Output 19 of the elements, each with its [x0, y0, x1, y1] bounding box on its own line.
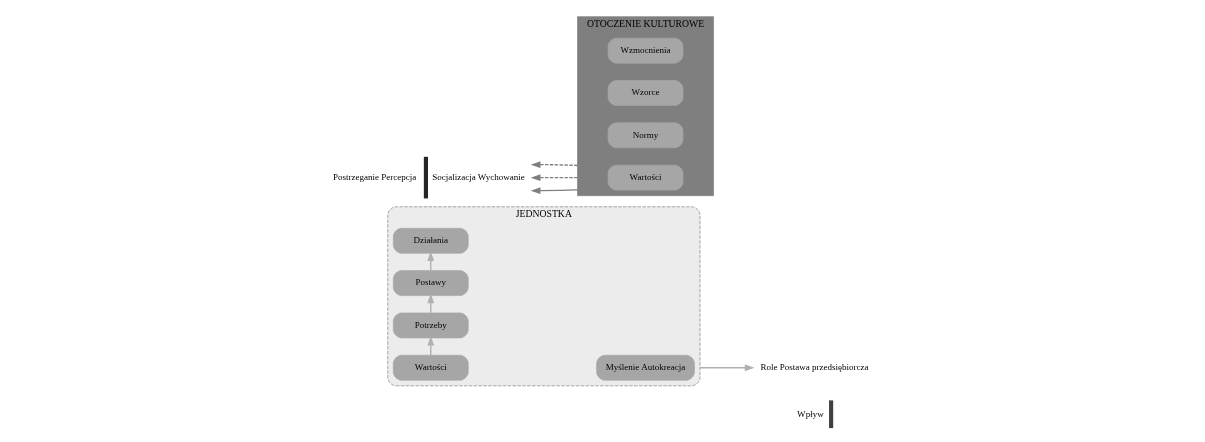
arrow — [699, 364, 755, 372]
arrow — [530, 174, 579, 182]
node-chevron — [829, 400, 834, 429]
node-label: Socjalizacja Wychowanie — [432, 171, 525, 182]
node-box: Wartości — [392, 354, 469, 381]
node-box: Postawy — [392, 270, 469, 296]
node-box: Potrzeby — [392, 312, 469, 339]
arrow — [530, 161, 579, 169]
node-zigzag — [423, 156, 428, 199]
node-box: Wzmocnienia — [607, 37, 684, 64]
node-label: Postrzeganie Percepcja — [332, 171, 417, 182]
node-box: Myślenie Autokreacja — [596, 354, 695, 381]
node-text: Role Postawa przedsiębiorcza — [760, 362, 869, 373]
node-box: Normy — [607, 122, 684, 149]
arrow — [530, 187, 579, 195]
node-box: Wzorce — [607, 80, 684, 106]
node-box: Działania — [392, 227, 469, 254]
node-label: Wpływ — [797, 408, 824, 419]
node-box: Wartości — [607, 164, 684, 191]
